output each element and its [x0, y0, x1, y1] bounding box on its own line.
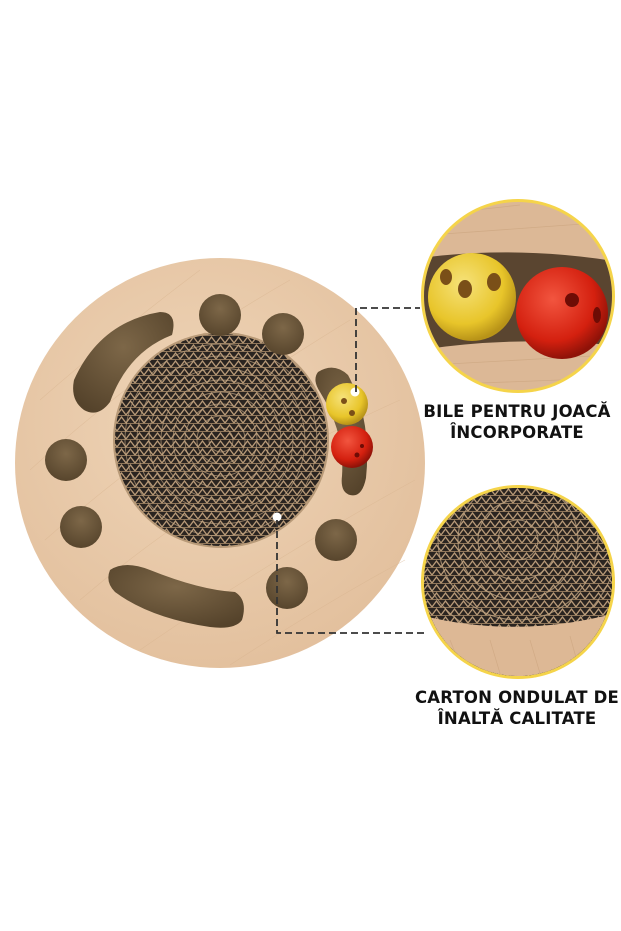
- red-ball: [331, 426, 373, 468]
- hole: [45, 439, 87, 481]
- hole: [266, 567, 308, 609]
- cardboard-scratch-pad: [113, 332, 329, 548]
- caption-line: CARTON ONDULAT DE: [415, 688, 619, 707]
- callout-balls-caption: BILE PENTRU JOACĂ ÎNCORPORATE: [412, 401, 621, 443]
- caption-line: ÎNCORPORATE: [450, 423, 584, 442]
- hole: [60, 506, 102, 548]
- callout-cardboard-closeup: [421, 485, 615, 679]
- callout-balls-closeup: [421, 199, 615, 393]
- ball-track-slot-bottom: [108, 565, 244, 628]
- callout-cardboard-caption: CARTON ONDULAT DE ÎNALTĂ CALITATE: [412, 687, 621, 729]
- yellow-ball: [326, 383, 368, 425]
- callout-connectors: [272, 307, 428, 634]
- caption-line: ÎNALTĂ CALITATE: [437, 709, 597, 728]
- hole: [199, 294, 241, 336]
- hole: [262, 313, 304, 355]
- hole: [315, 519, 357, 561]
- caption-line: BILE PENTRU JOACĂ: [423, 402, 611, 421]
- scratcher-board: [15, 258, 425, 668]
- ball-track-slot-top-left: [73, 312, 174, 413]
